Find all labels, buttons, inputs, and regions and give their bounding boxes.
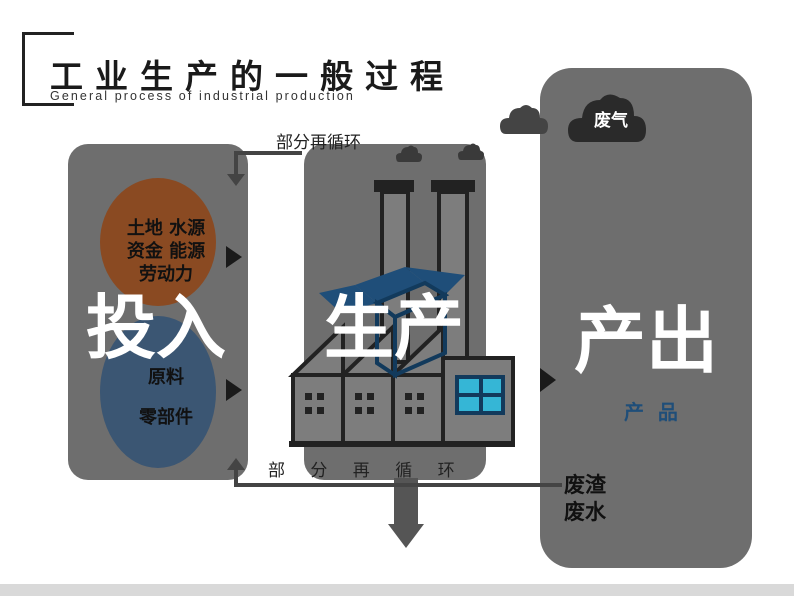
resources-text: 土地 水源 资金 能源 劳动力 xyxy=(104,217,228,286)
waste-line-2: 废水 xyxy=(564,500,606,524)
bottom-strip xyxy=(0,584,794,596)
resource-line-3: 劳动力 xyxy=(139,264,193,285)
waste-line-1: 废渣 xyxy=(564,473,606,497)
page-subtitle: General process of industrial production xyxy=(50,89,355,103)
recycle-bottom-path xyxy=(227,458,562,487)
exhaust-label: 废气 xyxy=(594,111,628,131)
waste-text: 废渣 废水 xyxy=(564,472,606,526)
materials-text: 原料 零部件 xyxy=(104,358,228,438)
output-panel xyxy=(540,68,752,568)
recycle-top-path xyxy=(227,151,302,186)
arrow-down-icon xyxy=(388,478,424,548)
page-title: 工业生产的一般过程 xyxy=(50,57,455,96)
arrow-right-icon xyxy=(226,246,242,268)
cloud-icon xyxy=(396,145,422,162)
resource-line-1: 土地 水源 xyxy=(126,218,206,239)
material-line-2: 零部件 xyxy=(139,407,193,428)
product-label: 产 品 xyxy=(624,400,678,424)
output-label: 产出 xyxy=(574,299,719,383)
cloud-icon xyxy=(458,143,484,160)
arrow-right-icon xyxy=(540,368,556,392)
recycle-bottom-label: 部 分 再 循 环 xyxy=(268,461,465,481)
materials-circle xyxy=(100,316,216,468)
arrow-right-icon xyxy=(226,379,242,401)
input-label: 投入 xyxy=(86,287,226,369)
production-label: 生产 xyxy=(324,287,464,369)
resource-line-2: 资金 能源 xyxy=(126,241,206,262)
resources-circle xyxy=(100,178,216,306)
material-line-1: 原料 xyxy=(148,367,184,388)
cloud-icon xyxy=(568,94,646,142)
cloud-icon xyxy=(500,105,548,134)
recycle-top-label: 部分再循环 xyxy=(276,133,361,153)
title-bracket xyxy=(22,32,74,106)
factory-icon xyxy=(288,180,515,447)
